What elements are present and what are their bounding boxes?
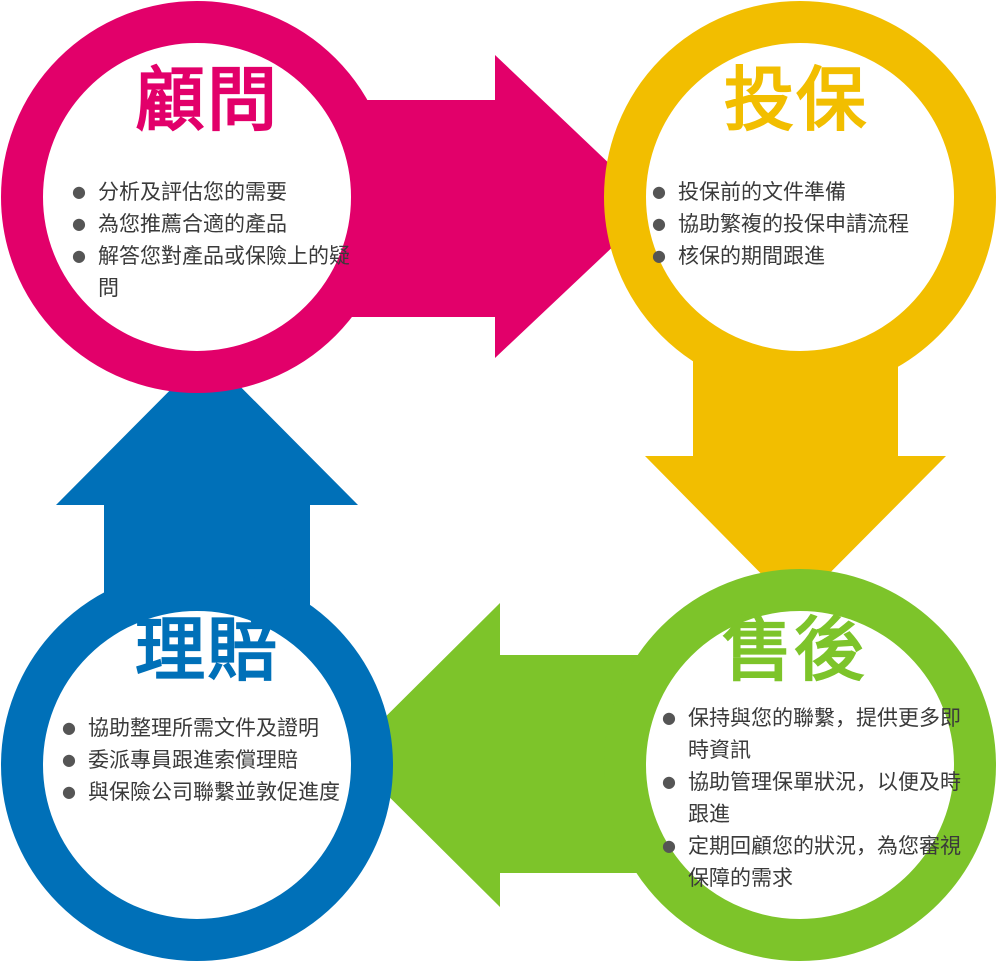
list-item: 定期回顧您的狀況，為您審視保障的需求	[662, 830, 962, 894]
list-item: 與保險公司聯繫並敦促進度	[62, 776, 382, 808]
arrow-shouhou-to-lipei	[347, 603, 700, 907]
list-item: 委派專員跟進索償理賠	[62, 744, 382, 776]
title-shouhou: 售後	[722, 609, 866, 691]
list-item: 協助繁複的投保申請流程	[652, 208, 962, 240]
list-lipei: 協助整理所需文件及證明 委派專員跟進索償理賠 與保險公司聯繫並敦促進度	[62, 712, 382, 808]
list-item: 分析及評估您的需要	[72, 176, 362, 208]
list-item: 為您推薦合適的產品	[72, 208, 362, 240]
list-item: 保持與您的聯繫，提供更多即時資訊	[662, 702, 962, 766]
arrow-guwen-to-toubao	[300, 55, 655, 358]
list-guwen: 分析及評估您的需要 為您推薦合適的產品 解答您對產品或保險上的疑問	[72, 176, 362, 304]
list-item: 解答您對產品或保險上的疑問	[72, 240, 362, 304]
title-lipei: 理賠	[135, 609, 279, 691]
list-item: 核保的期間跟進	[652, 240, 962, 272]
list-item: 投保前的文件準備	[652, 176, 962, 208]
title-toubao: 投保	[724, 59, 868, 141]
list-item: 協助整理所需文件及證明	[62, 712, 382, 744]
list-shouhou: 保持與您的聯繫，提供更多即時資訊 協助管理保單狀況，以便及時跟進 定期回顧您的狀…	[662, 702, 962, 894]
list-item: 協助管理保單狀況，以便及時跟進	[662, 766, 962, 830]
list-toubao: 投保前的文件準備 協助繁複的投保申請流程 核保的期間跟進	[652, 176, 962, 272]
title-guwen: 顧問	[135, 59, 279, 141]
